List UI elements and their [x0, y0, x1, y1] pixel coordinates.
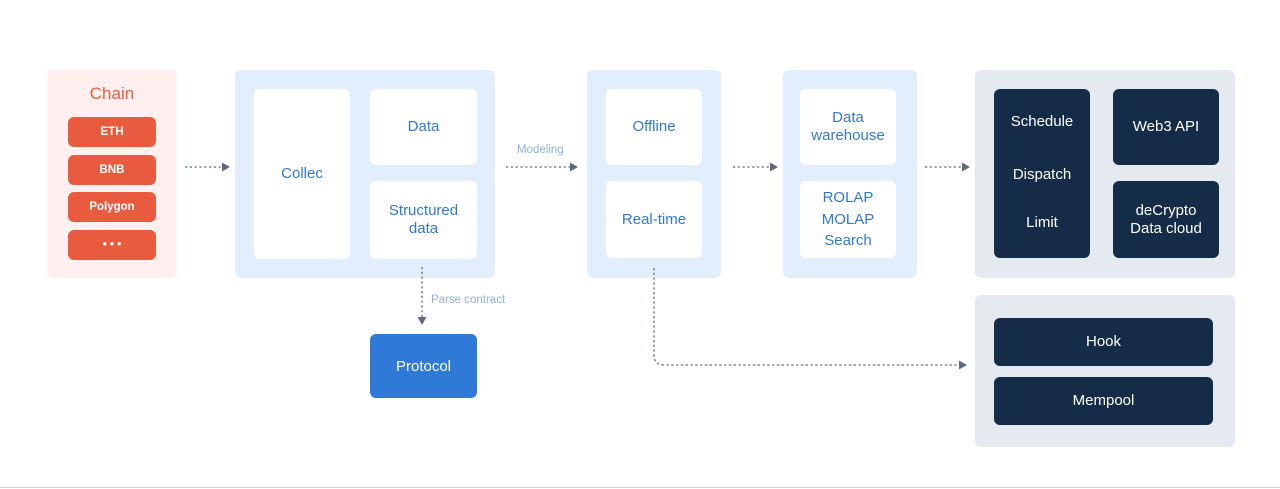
schedule-label: Schedule — [1010, 113, 1074, 130]
arrowhead-storage-to-services — [962, 162, 970, 172]
hook-node[interactable]: Hook — [994, 318, 1213, 366]
scheduling-node[interactable]: Schedule Dispatch Limit — [994, 89, 1090, 258]
arrowhead-chain-to-collect — [222, 162, 230, 172]
collect-node[interactable]: Collec — [254, 89, 350, 259]
chain-item-bnb[interactable]: BNB — [68, 155, 156, 185]
arrowhead-realtime-to-hook — [959, 360, 967, 370]
modeling-edge-label: Modeling — [517, 144, 564, 156]
decrypto-data-cloud-node[interactable]: deCrypto Data cloud — [1113, 181, 1219, 258]
realtime-node[interactable]: Real-time — [606, 181, 702, 258]
parse-contract-edge-label: Parse contract — [431, 294, 506, 306]
mempool-node[interactable]: Mempool — [994, 377, 1213, 425]
protocol-node[interactable]: Protocol — [370, 334, 477, 398]
structured-data-node[interactable]: Structured data — [370, 181, 477, 259]
chain-item-polygon[interactable]: Polygon — [68, 192, 156, 222]
chain-item-more[interactable]: • • • — [68, 230, 156, 260]
data-node[interactable]: Data — [370, 89, 477, 165]
edge-realtime-to-hook — [653, 268, 960, 366]
web3-api-node[interactable]: Web3 API — [1113, 89, 1219, 165]
offline-node[interactable]: Offline — [606, 89, 702, 165]
arrowhead-collect-to-processing — [570, 162, 578, 172]
data-warehouse-node[interactable]: Data warehouse — [800, 89, 896, 165]
arrowhead-structured-to-protocol — [417, 317, 427, 325]
bottom-divider — [0, 487, 1280, 488]
limit-label: Limit — [1026, 214, 1058, 231]
query-engines-node[interactable]: ROLAP MOLAP Search — [800, 181, 896, 258]
chain-title: Chain — [89, 84, 135, 103]
dispatch-label: Dispatch — [1012, 166, 1072, 183]
chain-item-eth[interactable]: ETH — [68, 117, 156, 147]
arrowhead-processing-to-storage — [770, 162, 778, 172]
